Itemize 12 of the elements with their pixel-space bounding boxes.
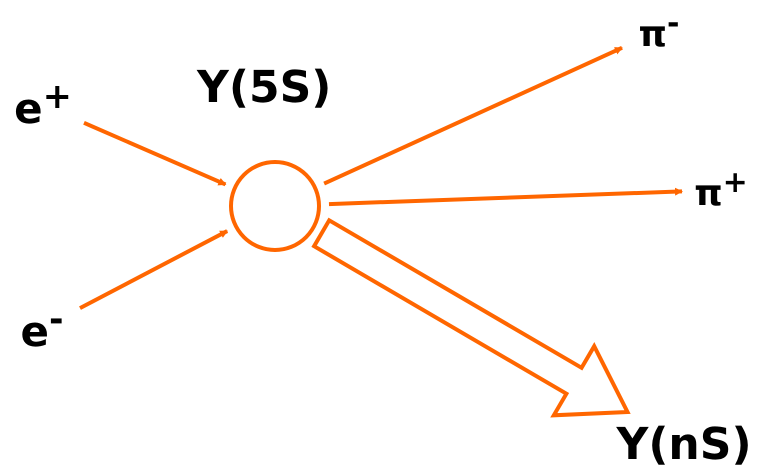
arrow	[83, 121, 226, 186]
circle-node	[229, 160, 321, 252]
particle-label: Y(nS)	[603, 420, 765, 470]
particle-label: Y(5S)	[197, 66, 332, 110]
arrow	[328, 188, 683, 206]
hollow-arrow	[311, 218, 631, 418]
particle-label: e$^{+}$	[10, 82, 76, 128]
arrow	[79, 229, 228, 310]
particle-label: π$^{-}$	[630, 10, 688, 52]
particle-label: π$^{+}$	[690, 168, 752, 212]
particle-label: e$^{-}$	[12, 305, 72, 351]
arrow	[323, 46, 623, 186]
